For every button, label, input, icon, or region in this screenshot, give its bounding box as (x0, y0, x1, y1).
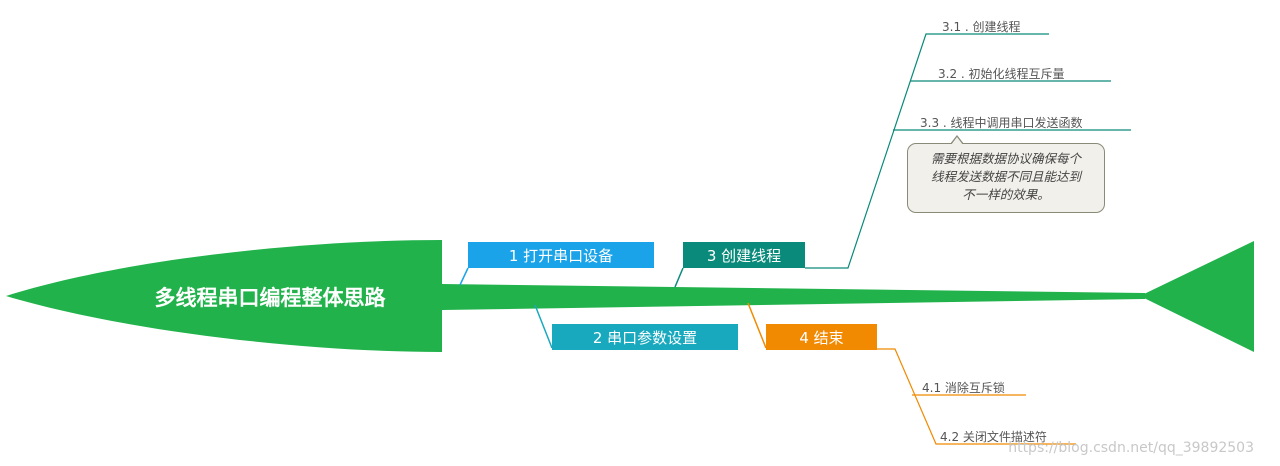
branch-4-child-1[interactable]: 4.1 消除互斥锁 (922, 381, 1005, 395)
branch-3-bone (674, 267, 684, 288)
fish-spine (442, 284, 1145, 310)
branch-1-topic[interactable]: 1 打开串口设备 (468, 242, 654, 268)
branch-4-label: 4 结束 (799, 328, 844, 347)
branch-1-label: 1 打开串口设备 (508, 246, 614, 265)
branch-3-child-3[interactable]: 3.3 . 线程中调用串口发送函数 (920, 116, 1083, 130)
branch-1-bone (459, 267, 469, 286)
branch-3-label: 3 创建线程 (706, 246, 782, 265)
branch-3-child-2[interactable]: 3.2 . 初始化线程互斥量 (938, 67, 1065, 81)
watermark: https://blog.csdn.net/qq_39892503 (1008, 440, 1254, 456)
branch-2-topic[interactable]: 2 串口参数设置 (552, 324, 738, 350)
branch-3-child-1[interactable]: 3.1 . 创建线程 (942, 20, 1021, 34)
fish-head-shape (6, 240, 442, 352)
branch-4-connector (877, 348, 1076, 445)
branch-3-topic[interactable]: 3 创建线程 (683, 242, 805, 268)
note-callout: 需要根据数据协议确保每个 线程发送数据不同且能达到 不一样的效果。 (907, 143, 1105, 213)
fish-tail-shape (1140, 241, 1254, 352)
branch-4-bone (747, 302, 767, 349)
note-line-2: 线程发送数据不同且能达到 (930, 169, 1081, 184)
branch-4-child-2[interactable]: 4.2 关闭文件描述符 (940, 430, 1047, 444)
branch-3-connector (805, 33, 1049, 269)
branch-2-bone (534, 304, 553, 349)
note-line-3: 不一样的效果。 (962, 187, 1050, 202)
branch-4-topic[interactable]: 4 结束 (766, 324, 877, 350)
note-line-1: 需要根据数据协议确保每个 (930, 151, 1081, 166)
diagram-title: 多线程串口编程整体思路 (154, 286, 386, 310)
note-callout-pointer-fill (951, 137, 963, 145)
branch-2-label: 2 串口参数设置 (592, 328, 698, 347)
